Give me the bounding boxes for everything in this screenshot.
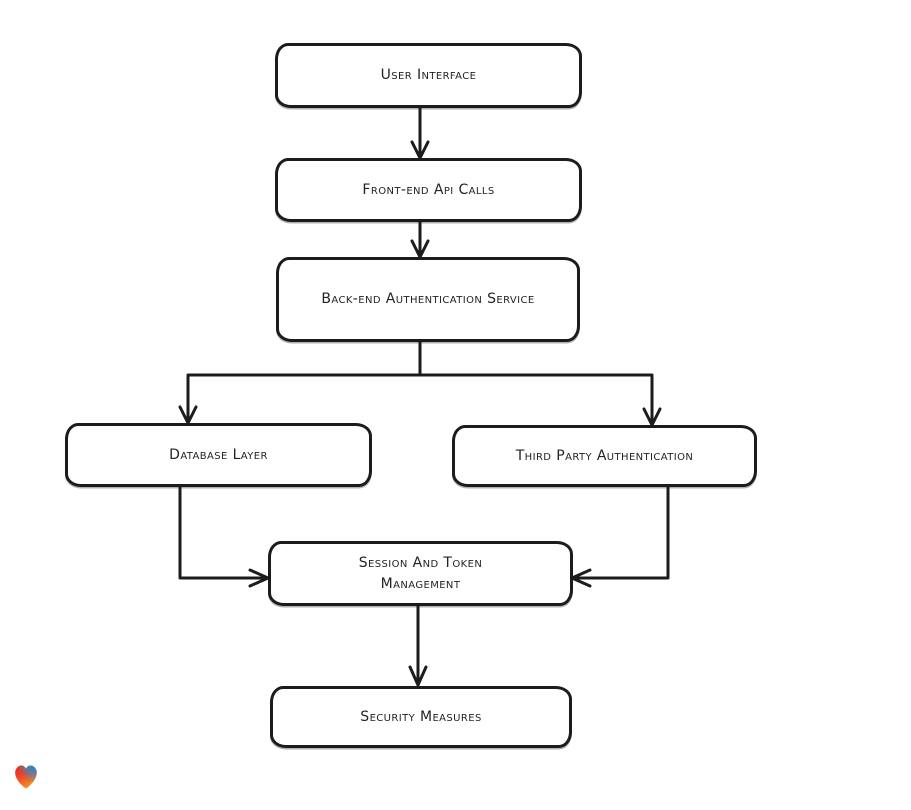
node-label: User Interface: [380, 67, 477, 83]
heart-logo[interactable]: [11, 761, 41, 791]
node-label: Front-end Api Calls: [362, 181, 495, 198]
node-label: Database Layer: [169, 446, 268, 463]
edge-front-end-to-back-end: [410, 220, 430, 259]
node-front-end-api-calls[interactable]: Front-end Api Calls: [275, 158, 582, 222]
node-user-interface[interactable]: User Interface: [275, 43, 582, 108]
node-session-and-token-management[interactable]: Session And Token Management: [268, 541, 573, 606]
node-label: Back-end Authentication Service: [321, 291, 535, 307]
node-security-measures[interactable]: Security Measures: [270, 686, 572, 748]
edge-back-end-branch: [178, 340, 662, 427]
edge-session-to-security: [408, 604, 428, 687]
node-back-end-authentication-service[interactable]: Back-end Authentication Service: [276, 257, 580, 342]
node-label: Security Measures: [360, 708, 482, 725]
node-database-layer[interactable]: Database Layer: [65, 423, 372, 487]
node-label: Third Party Authentication: [515, 447, 694, 464]
edge-user-interface-to-front-end: [410, 106, 430, 160]
edge-third-party-to-session: [570, 485, 670, 588]
edge-database-to-session: [178, 485, 270, 588]
node-third-party-authentication[interactable]: Third Party Authentication: [452, 425, 757, 487]
node-label: Session And Token Management: [358, 554, 483, 592]
